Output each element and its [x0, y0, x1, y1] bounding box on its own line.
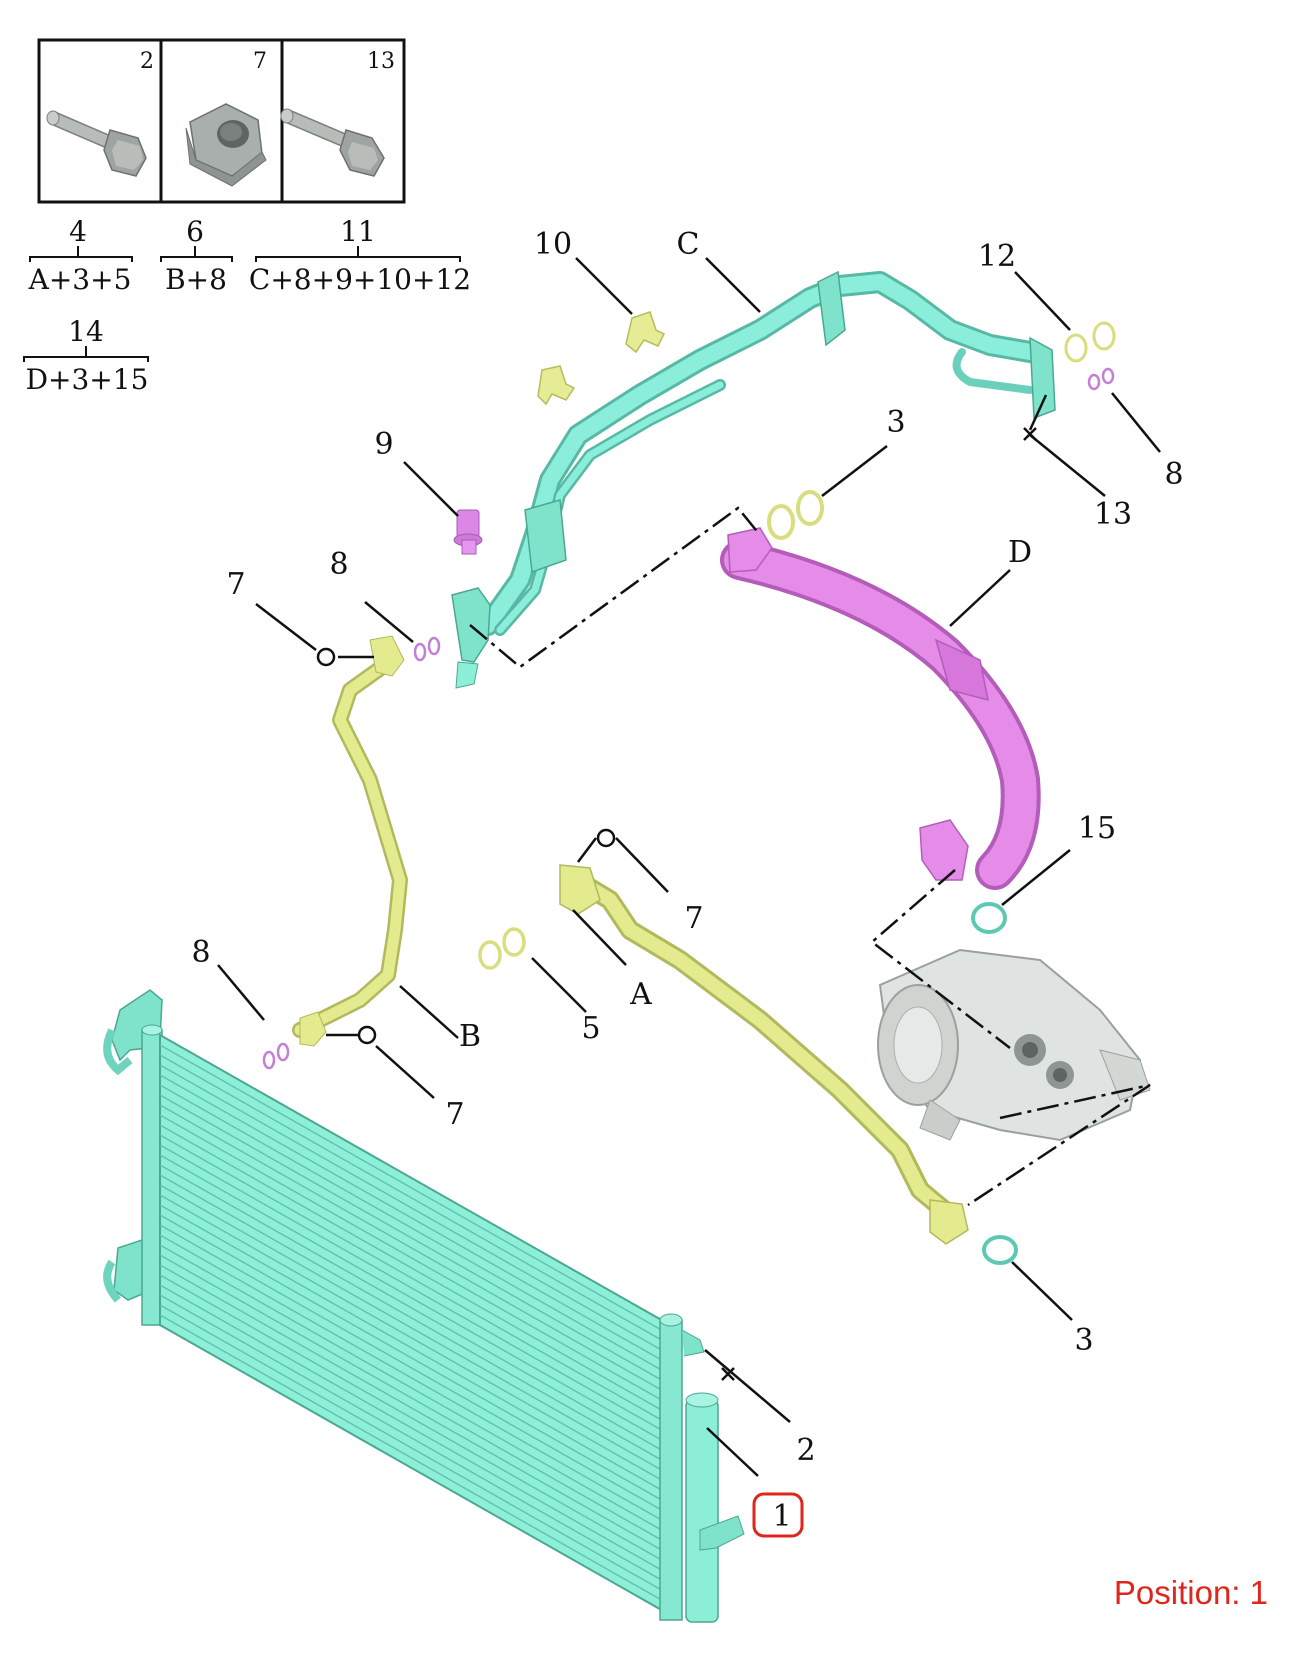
box-number-13: 13 — [367, 49, 395, 74]
line-a-fittings — [559, 864, 969, 1245]
callout-labels: 10 C 12 8 13 3 9 D 7 8 15 7 8 5 A B 7 3 … — [191, 227, 1184, 1538]
x-markers — [721, 427, 1037, 1381]
kit-number-6: 6 — [186, 215, 204, 248]
callout-12: 12 — [978, 239, 1016, 274]
callout-5: 5 — [581, 1011, 600, 1046]
o-rings-5 — [478, 927, 526, 970]
condenser-fins — [159, 1044, 666, 1603]
leader-lines — [217, 257, 1161, 1477]
kit-legend: 4 A+3+5 6 B+8 11 C+8+9+10+12 14 D+3+15 — [23, 215, 471, 396]
liquid-line-b — [292, 652, 408, 1038]
callout-8-low: 8 — [191, 935, 210, 970]
kit-contents-4: A+3+5 — [28, 263, 132, 296]
flange-nut-7-icon — [185, 103, 267, 187]
callout-D: D — [1008, 535, 1032, 570]
kit-number-4: 4 — [69, 215, 87, 248]
box-number-7: 7 — [253, 49, 267, 74]
hardware-boxes: 2 7 13 — [37, 38, 406, 204]
callout-7-right: 7 — [684, 901, 703, 936]
callout-8-mid: 8 — [329, 547, 348, 582]
line-c-fittings — [451, 270, 1056, 689]
callout-B: B — [459, 1019, 481, 1054]
o-ring-3-bottom-icon — [982, 1235, 1018, 1265]
o-rings-8-mid — [262, 636, 441, 1070]
o-rings-12-8-top — [1064, 321, 1116, 391]
o-ring-15-icon — [971, 902, 1007, 934]
clip-10-icon — [537, 311, 666, 406]
highlight-box — [752, 1492, 804, 1538]
o-rings-3-top — [767, 490, 824, 540]
callout-8-top: 8 — [1164, 457, 1183, 492]
kit-number-11: 11 — [340, 215, 376, 248]
condenser-part — [103, 989, 745, 1623]
callout-7-top: 7 — [226, 567, 245, 602]
callout-1: 1 — [772, 1499, 791, 1534]
callout-3-bottom: 3 — [1074, 1323, 1093, 1358]
callout-C: C — [677, 227, 700, 262]
line-b-fittings — [299, 635, 405, 1047]
callout-7-bottom: 7 — [445, 1097, 464, 1132]
callout-13: 13 — [1094, 497, 1132, 532]
position-label: Position: 1 — [1114, 1574, 1268, 1611]
pressure-switch-9-icon — [453, 509, 483, 555]
bolt-2-icon — [46, 110, 147, 177]
kit-contents-11: C+8+9+10+12 — [249, 263, 471, 296]
kit-number-14: 14 — [68, 315, 104, 348]
callout-9: 9 — [374, 427, 393, 462]
callout-15: 15 — [1078, 811, 1116, 846]
callout-A: A — [629, 977, 652, 1012]
callout-10: 10 — [534, 227, 572, 262]
kit-contents-6: B+8 — [165, 263, 227, 296]
leader-markers — [316, 647, 616, 1045]
discharge-hose-d — [720, 540, 1041, 890]
box-number-2: 2 — [140, 49, 154, 74]
liquid-line-a — [575, 875, 960, 1225]
connection-lines — [469, 506, 1151, 1207]
callout-3-top: 3 — [886, 405, 905, 440]
hose-d-fittings — [727, 527, 989, 881]
kit-contents-14: D+3+15 — [26, 363, 149, 396]
callout-2: 2 — [796, 1433, 815, 1468]
bolt-13-icon — [280, 108, 385, 177]
